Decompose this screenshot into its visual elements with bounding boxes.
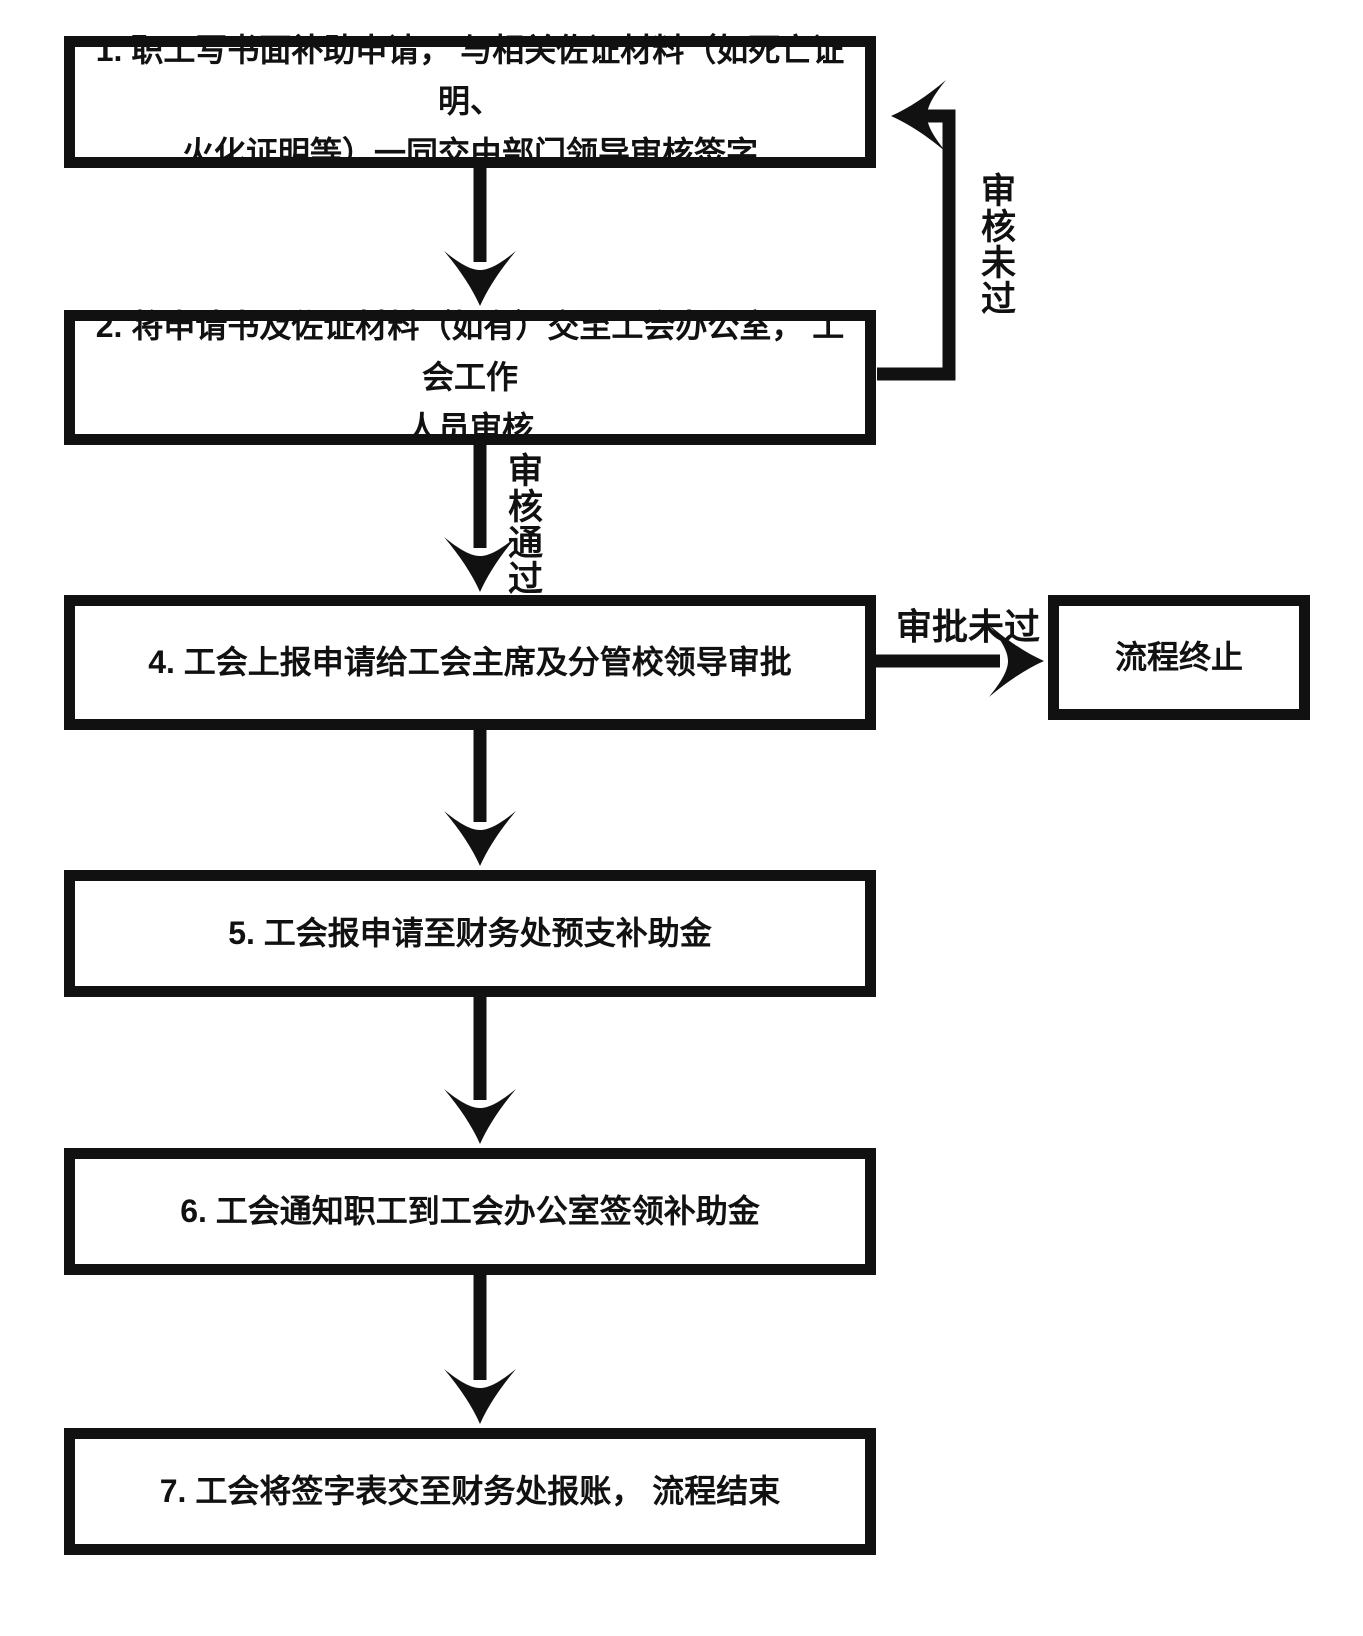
label-review-failed: 审核未过 [976,172,1015,316]
arrowhead-down-4 [444,1089,516,1144]
arrowhead-down-5 [444,1369,516,1424]
arrowhead-down-1 [444,251,516,306]
flow-step-2-text: 2. 将申请书及佐证材料（如有）交至工会办公室， 工会工作 人员审核 [95,307,845,447]
flow-terminate-box: 流程终止 [1048,595,1310,720]
arrowhead-down-3 [444,811,516,866]
arrowhead-right-terminate [989,625,1044,697]
flow-step-4-box: 4. 工会上报申请给工会主席及分管校领导审批 [64,595,876,730]
arrowhead-left-feedback [891,80,946,152]
flow-terminate-text: 流程终止 [1114,638,1243,675]
flow-step-6-box: 6. 工会通知职工到工会办公室签领补助金 [64,1148,876,1275]
flow-step-6-text: 6. 工会通知职工到工会办公室签领补助金 [180,1192,760,1229]
flow-step-5-text: 5. 工会报申请至财务处预支补助金 [228,914,712,951]
flow-step-5-box: 5. 工会报申请至财务处预支补助金 [64,870,876,997]
label-approval-failed: 审批未过 [895,606,1040,647]
arrowhead-down-2 [444,537,516,592]
flow-step-2-box: 2. 将申请书及佐证材料（如有）交至工会办公室， 工会工作 人员审核 [64,308,876,446]
flow-step-1-box: 1. 职工写书面补助申请， 与相关佐证材料（如死亡证明、 火化证明等）一同交由部… [64,32,876,171]
connector-feedback-step2-step1 [877,109,956,381]
flow-step-7-box: 7. 工会将签字表交至财务处报账， 流程结束 [64,1428,876,1555]
flow-step-7-text: 7. 工会将签字表交至财务处报账， 流程结束 [159,1472,781,1509]
flow-step-1-text: 1. 职工写书面补助申请， 与相关佐证材料（如死亡证明、 火化证明等）一同交由部… [95,32,845,171]
flow-step-4-text: 4. 工会上报申请给工会主席及分管校领导审批 [148,643,792,680]
label-review-passed: 审核通过 [503,452,542,596]
